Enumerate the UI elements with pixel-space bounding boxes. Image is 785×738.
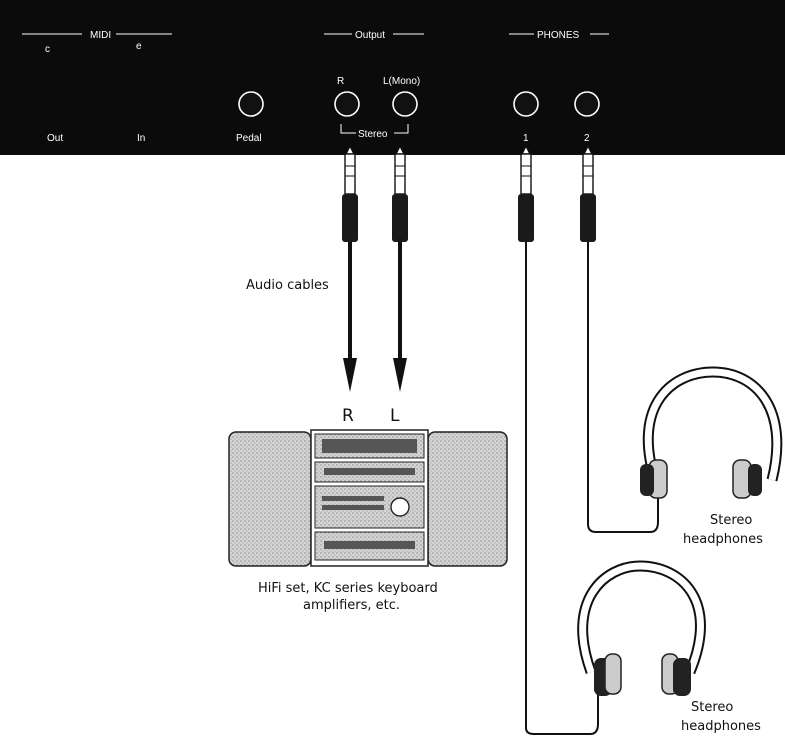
rear-panel: MIDI c e Out In Pedal Output R L(Mono) S… <box>0 0 785 155</box>
volume-knob-icon <box>390 497 410 517</box>
arrow-down-icon <box>343 358 357 392</box>
stereo-bracket-right <box>394 124 409 134</box>
left-speaker <box>228 431 312 567</box>
phones-1-jack <box>513 91 539 117</box>
audio-cables-label: Audio cables <box>246 278 329 293</box>
midi-label: MIDI <box>90 30 111 41</box>
output-l-label: L(Mono) <box>383 76 420 87</box>
phones-2-cable <box>587 242 659 533</box>
phones-2-label: 2 <box>584 133 590 144</box>
hifi-set: R L HiFi set, KC series keyboard amplifi… <box>228 406 508 613</box>
audio-cable-r <box>343 242 357 392</box>
output-r-plug <box>342 144 358 242</box>
phones-label: PHONES <box>537 30 580 41</box>
phones-1-cable <box>525 242 599 735</box>
phones-1-plug <box>518 144 534 242</box>
pedal-jack <box>238 91 264 117</box>
arrow-down-icon <box>393 358 407 392</box>
midi-in-mark: e <box>136 41 142 52</box>
hifi-caption-line2: amplifiers, etc. <box>303 598 400 613</box>
phones-1-label: 1 <box>523 133 529 144</box>
amp-r-label: R <box>342 406 354 426</box>
output-r-label: R <box>337 76 344 87</box>
headphones-a-line2: headphones <box>683 532 763 547</box>
hifi-caption-line1: HiFi set, KC series keyboard <box>258 581 438 596</box>
headphones-icon <box>577 560 706 696</box>
stereo-bracket-left <box>340 124 356 134</box>
output-l-jack <box>392 91 418 117</box>
right-speaker <box>427 431 508 567</box>
pedal-label: Pedal <box>236 133 262 144</box>
output-l-plug <box>392 144 408 242</box>
headphones-icon <box>640 366 783 499</box>
headphones-a-line1: Stereo <box>710 513 752 528</box>
stereo-label: Stereo <box>358 129 388 140</box>
phones-2-jack <box>574 91 600 117</box>
midi-in-label: In <box>137 133 145 144</box>
panel-background <box>0 0 785 155</box>
output-label: Output <box>355 30 385 41</box>
headphones-b-line1: Stereo <box>691 700 733 715</box>
amp-l-label: L <box>390 406 400 426</box>
output-r-jack <box>334 91 360 117</box>
phones-2-plug <box>580 144 596 242</box>
audio-cable-l <box>393 242 407 392</box>
midi-out-mark: c <box>45 44 50 55</box>
midi-out-label: Out <box>47 133 63 144</box>
headphones-b-line2: headphones <box>681 719 761 734</box>
